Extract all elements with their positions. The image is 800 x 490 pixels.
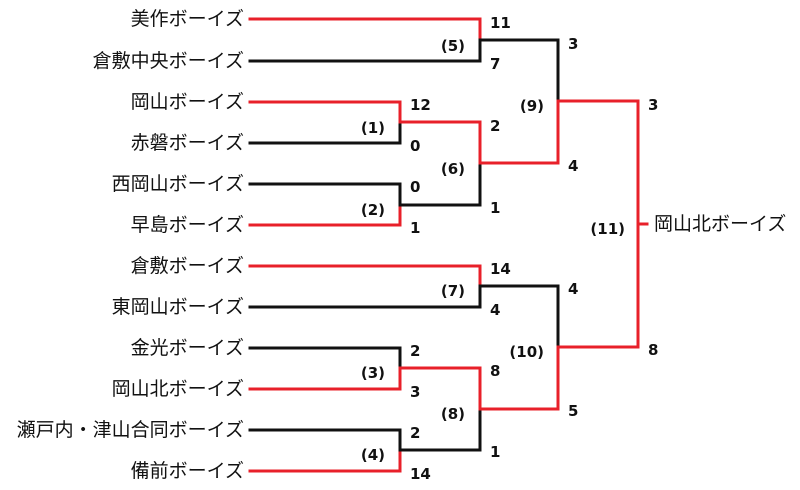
team-name: 金光ボーイズ [131, 337, 244, 359]
bracket-line [556, 99, 640, 226]
score: 2 [410, 424, 420, 442]
match-label: (10) [509, 343, 544, 361]
score: 8 [648, 341, 658, 359]
score: 4 [568, 280, 578, 298]
score: 3 [648, 96, 658, 114]
score: 14 [410, 465, 431, 483]
match-label: (1) [361, 119, 385, 137]
score: 0 [410, 178, 420, 196]
bracket-line [248, 182, 402, 207]
team-name: 東岡山ボーイズ [112, 296, 244, 318]
match-label: (4) [361, 446, 385, 464]
bracket-line [248, 284, 482, 309]
bracket-line [556, 222, 640, 349]
score: 8 [490, 362, 500, 380]
team-names: 美作ボーイズ 倉敷中央ボーイズ 岡山ボーイズ 赤磐ボーイズ 西岡山ボーイズ 早島… [17, 8, 244, 482]
bracket-lines [248, 17, 649, 473]
score: 5 [568, 402, 578, 420]
score: 2 [490, 117, 500, 135]
bracket-line [398, 407, 482, 452]
score: 1 [410, 219, 420, 237]
team-name: 早島ボーイズ [131, 214, 244, 236]
match-label: (9) [520, 97, 544, 115]
team-name: 岡山北ボーイズ [112, 378, 244, 400]
score: 4 [490, 301, 500, 319]
bracket-line [398, 120, 482, 165]
bracket-line [478, 99, 560, 165]
score: 1 [490, 199, 500, 217]
bracket-line [248, 428, 402, 452]
team-name: 倉敷中央ボーイズ [93, 50, 244, 72]
bracket-line [248, 38, 482, 63]
bracket-line [248, 100, 402, 124]
scores: 11 7 12 0 0 1 2 1 3 4 14 4 2 3 2 14 8 1 … [410, 14, 658, 483]
champion-name: 岡山北ボーイズ [654, 213, 786, 235]
match-labels: (5) (1) (2) (6) (9) (7) (3) (4) (8) (10)… [361, 37, 625, 464]
bracket-line [398, 161, 482, 207]
team-name: 西岡山ボーイズ [112, 173, 244, 195]
match-label: (6) [441, 160, 465, 178]
score: 12 [410, 96, 431, 114]
score: 0 [410, 137, 420, 155]
score: 7 [490, 55, 500, 73]
bracket-line [248, 366, 402, 391]
team-name: 赤磐ボーイズ [131, 132, 244, 154]
score: 14 [490, 260, 511, 278]
bracket-line [248, 448, 402, 473]
match-label: (11) [590, 220, 625, 238]
team-name: 岡山ボーイズ [131, 91, 244, 113]
bracket-line [398, 366, 482, 411]
score: 3 [568, 35, 578, 53]
score: 1 [490, 443, 500, 461]
match-label: (7) [441, 282, 465, 300]
team-name: 倉敷ボーイズ [131, 255, 244, 277]
score: 3 [410, 383, 420, 401]
bracket-line [248, 17, 482, 42]
bracket-line [478, 38, 560, 103]
team-name: 備前ボーイズ [131, 460, 244, 482]
match-label: (2) [361, 201, 385, 219]
bracket-line [248, 346, 402, 370]
bracket-line [248, 120, 402, 145]
score: 4 [568, 157, 578, 175]
match-label: (5) [441, 37, 465, 55]
bracket-line [478, 284, 560, 349]
team-name: 瀬戸内・津山合同ボーイズ [17, 419, 244, 441]
score: 2 [410, 342, 420, 360]
bracket-line [478, 345, 560, 411]
match-label: (8) [441, 405, 465, 423]
bracket-line [248, 203, 402, 227]
match-label: (3) [361, 364, 385, 382]
score: 11 [490, 14, 511, 32]
team-name: 美作ボーイズ [131, 8, 244, 30]
bracket-line [248, 264, 482, 288]
